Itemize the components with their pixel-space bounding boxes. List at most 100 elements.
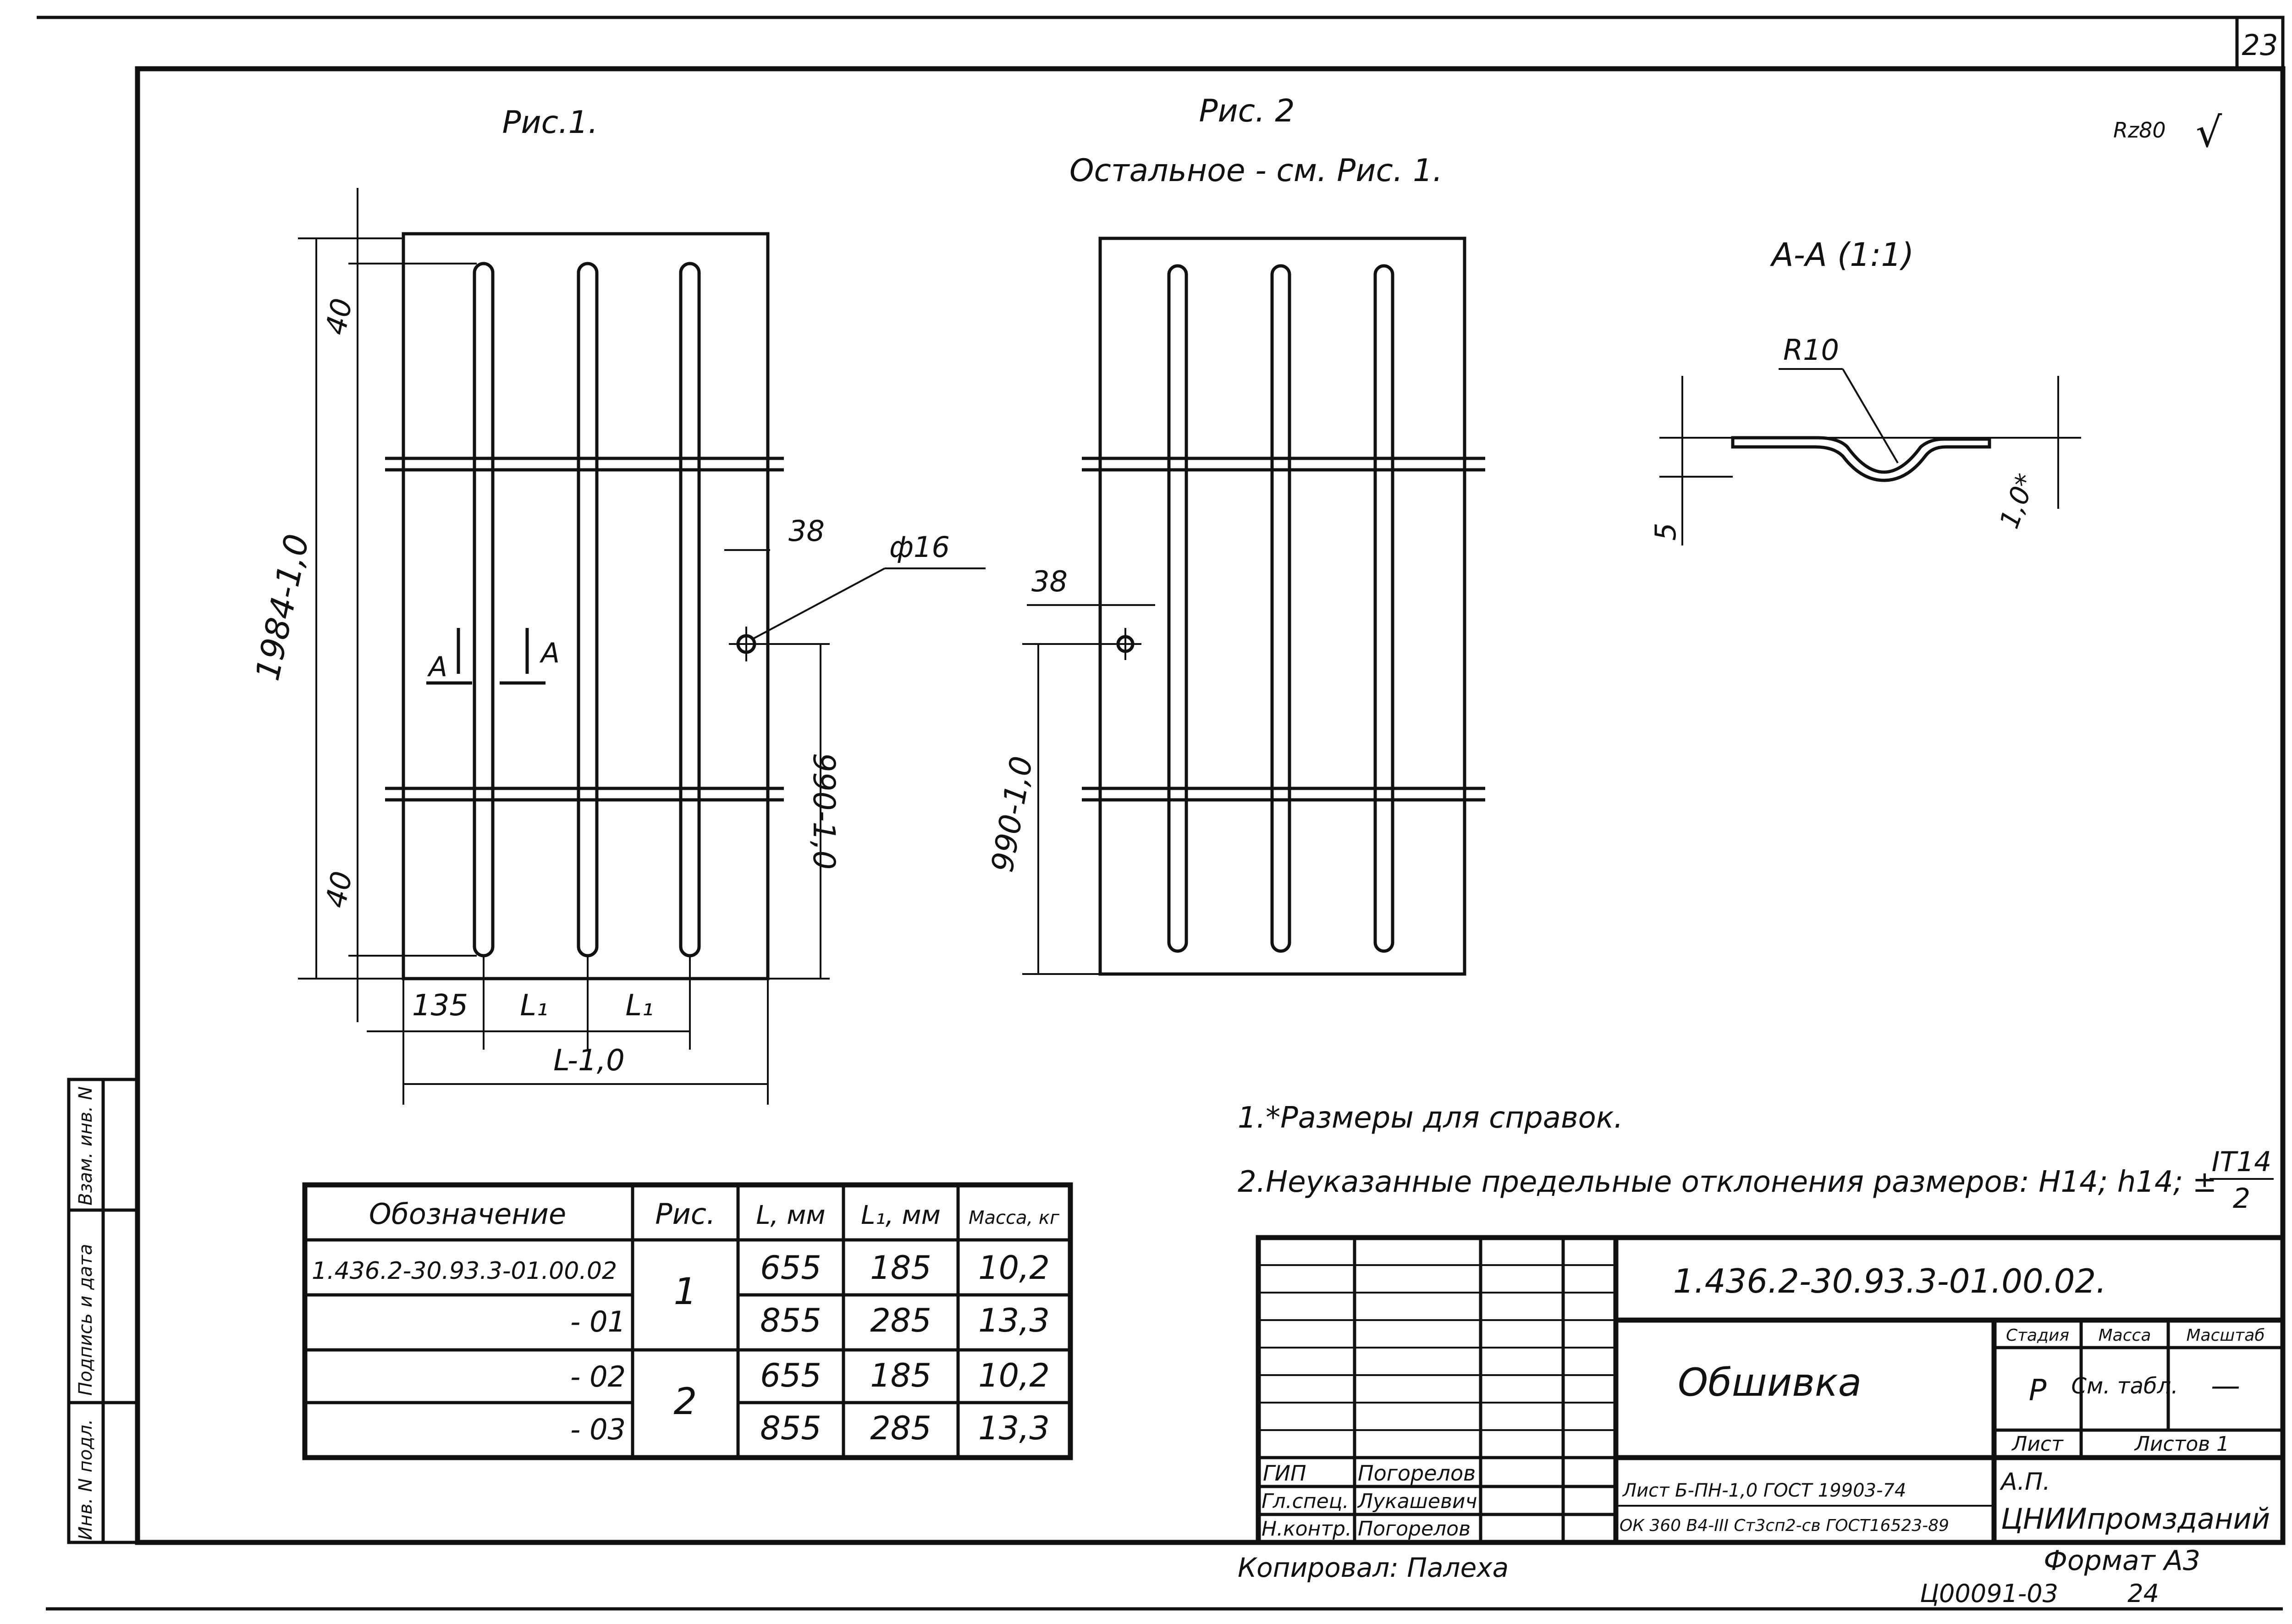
cell-designation: - 02 xyxy=(570,1360,626,1393)
org-line-1: А.П. xyxy=(2000,1468,2050,1496)
copied-by: Копировал: Палеха xyxy=(1238,1552,1509,1583)
roughness-mark: Rz80 √ xyxy=(2113,109,2222,157)
dim-hole-diameter: ф16 xyxy=(889,530,950,564)
dim-length: 1984-1,0 xyxy=(248,531,316,684)
cell-l: 855 xyxy=(760,1409,821,1447)
cell-l1: 285 xyxy=(870,1409,931,1447)
role-label: ГИП xyxy=(1263,1461,1306,1486)
fig1-panel: 1984-1,0 40 40 А А 38 ф16 990-1,0 135 L₁… xyxy=(248,188,986,1105)
dim-bottom-40: 40 xyxy=(319,868,359,910)
variants-table: Обозначение Рис. L, мм L₁, мм Масса, кг … xyxy=(302,1182,1073,1460)
cell-l1: 185 xyxy=(870,1357,931,1394)
cell-l1: 285 xyxy=(870,1302,931,1339)
stage-label: Стадия xyxy=(2006,1326,2069,1345)
role-name: Погорелов xyxy=(1358,1517,1471,1541)
cell-designation: 1.436.2-30.93.3-01.00.02 xyxy=(312,1257,617,1285)
side-stamp-vzam: Взам. инв. N xyxy=(75,1086,96,1206)
fig1-sheet-outline xyxy=(402,232,770,980)
material-line-2: ОК 360 В4-III Ст3сп2-св ГОСТ16523-89 xyxy=(1620,1516,1949,1535)
dim-hole-offset: 38 xyxy=(788,514,825,548)
side-stamp: Инв. N подл. Подпись и дата Взам. инв. N xyxy=(67,1078,139,1544)
fig2-note: Остальное - см. Рис. 1. xyxy=(1069,153,1443,189)
side-stamp-inv-podl: Инв. N подл. xyxy=(75,1419,96,1540)
mass-label: Масса xyxy=(2099,1326,2151,1345)
fig2-dim-hole-offset: 38 xyxy=(1031,565,1068,598)
cut-label-b: А xyxy=(539,637,560,669)
fig2-sheet-outline xyxy=(1098,237,1466,976)
fig1-rib xyxy=(577,262,599,958)
roughness-check-icon: √ xyxy=(2196,109,2222,157)
dim-half-length: 990-1,0 xyxy=(806,753,842,870)
cell-mass: 10,2 xyxy=(978,1249,1050,1287)
table-frame xyxy=(302,1182,1073,1460)
dim-l1-b: L₁ xyxy=(625,989,653,1023)
cell-designation: - 01 xyxy=(570,1305,626,1338)
roughness-value: Rz80 xyxy=(2113,118,2166,143)
role-name: Лукашевич xyxy=(1357,1490,1477,1513)
table-header-designation: Обозначение xyxy=(369,1197,566,1231)
table-header-l1: L₁, мм xyxy=(861,1200,941,1230)
section-dim-thickness: 1,0* xyxy=(1994,470,2042,533)
scale-label: Масштаб xyxy=(2186,1326,2264,1345)
doc-number: 1.436.2-30.93.3-01.00.02. xyxy=(1673,1262,2106,1300)
archive-code: Ц00091-03 xyxy=(1920,1579,2058,1608)
archive-sheet: 24 xyxy=(2127,1579,2159,1608)
fig1-label: Рис.1. xyxy=(502,105,598,141)
leader-radius xyxy=(1842,368,1899,464)
cell-l1: 185 xyxy=(870,1249,931,1287)
stage-value: Р xyxy=(2029,1374,2047,1408)
cell-l: 655 xyxy=(760,1249,821,1287)
table-header-l: L, мм xyxy=(756,1200,825,1230)
page-number: 23 xyxy=(2242,28,2278,62)
leader-diameter xyxy=(751,567,885,640)
cell-fig: 1 xyxy=(674,1270,697,1313)
note-2-fraction-den: 2 xyxy=(2233,1183,2250,1215)
section-aa: А-А (1:1) 5 R10 1,0* xyxy=(1649,236,2081,545)
dim-l1-a: L₁ xyxy=(520,989,548,1023)
fig2-rib xyxy=(1167,264,1188,953)
dim-edge-135: 135 xyxy=(412,989,468,1023)
note-2-fraction-num: IT14 xyxy=(2212,1146,2272,1178)
profile-shape xyxy=(1731,436,1991,482)
cut-label-a: А xyxy=(427,651,447,683)
role-name: Погорелов xyxy=(1358,1461,1476,1486)
note-2: 2.Неуказанные предельные отклонения разм… xyxy=(1238,1165,2217,1199)
part-name: Обшивка xyxy=(1678,1360,1862,1405)
material-line-1: Лист Б-ПН-1,0 ГОСТ 19903-74 xyxy=(1622,1480,1906,1501)
fig2-label: Рис. 2 xyxy=(1199,93,1295,129)
format-label: Формат А3 xyxy=(2044,1545,2200,1577)
sheet-label: Лист xyxy=(2011,1432,2064,1456)
scale-value: — xyxy=(2211,1369,2240,1403)
table-header-mass: Масса, кг xyxy=(969,1207,1060,1228)
sheets-label: Листов 1 xyxy=(2134,1432,2229,1456)
cell-designation: - 03 xyxy=(570,1413,626,1446)
drawing-frame xyxy=(135,66,2286,1545)
fig2-panel: 38 990-1,0 xyxy=(985,237,1485,976)
table-row: - 03 855 285 13,3 xyxy=(570,1409,1050,1447)
dim-top-40: 40 xyxy=(319,295,359,337)
cell-fig: 2 xyxy=(674,1380,697,1423)
cell-l: 855 xyxy=(760,1302,821,1339)
fig1-rib xyxy=(473,262,495,958)
role-label: Н.контр. xyxy=(1262,1517,1352,1541)
table-header-fig: Рис. xyxy=(655,1197,715,1231)
fig2-rib xyxy=(1373,264,1394,953)
notes: 1.*Размеры для справок. 2.Неуказанные пр… xyxy=(1238,1101,2274,1215)
table-row: - 02 2 655 185 10,2 xyxy=(570,1357,1050,1423)
table-row: - 01 855 285 13,3 xyxy=(570,1302,1050,1339)
fig2-dim-half-length: 990-1,0 xyxy=(985,754,1040,875)
side-stamp-podpis: Подпись и дата xyxy=(75,1244,96,1396)
mass-value: См. табл. xyxy=(2071,1373,2178,1399)
cell-mass: 10,2 xyxy=(978,1357,1050,1394)
table-row: 1.436.2-30.93.3-01.00.02 1 655 185 10,2 xyxy=(312,1249,1050,1313)
cell-l: 655 xyxy=(760,1357,821,1394)
note-1: 1.*Размеры для справок. xyxy=(1238,1101,1623,1135)
section-dim-depth: 5 xyxy=(1649,523,1682,540)
org-line-2: ЦНИИпромзданий xyxy=(2001,1502,2270,1536)
page-number-box xyxy=(2235,16,2285,70)
title-block: ГИП Погорелов Гл.спец. Лукашевич Н.контр… xyxy=(1256,1235,2286,1545)
fig1-rib xyxy=(679,262,701,958)
role-label: Гл.спец. xyxy=(1262,1490,1349,1513)
cell-mass: 13,3 xyxy=(978,1409,1050,1447)
